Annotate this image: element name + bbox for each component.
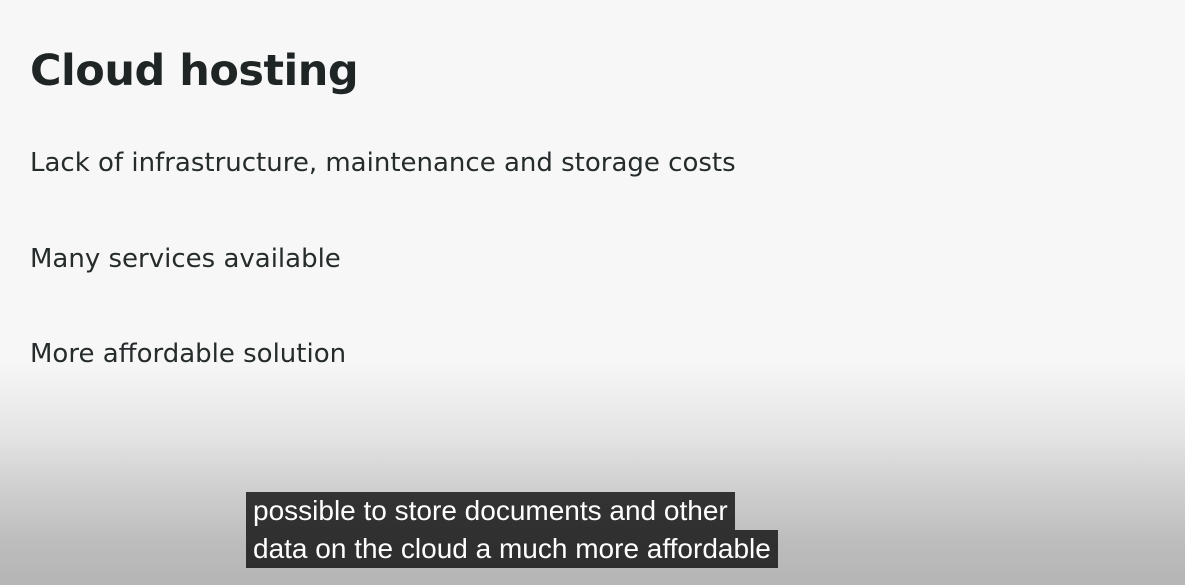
caption-line-2: data on the cloud a much more affordable [246, 530, 778, 568]
slide-title: Cloud hosting [30, 46, 359, 96]
caption-line-1: possible to store documents and other [246, 492, 735, 530]
slide-bullet-3: More affordable solution [30, 339, 347, 369]
slide-bullet-2: Many services available [30, 244, 341, 274]
subtitle-captions: possible to store documents and other da… [246, 492, 778, 568]
slide-bullet-1: Lack of infrastructure, maintenance and … [30, 148, 736, 178]
